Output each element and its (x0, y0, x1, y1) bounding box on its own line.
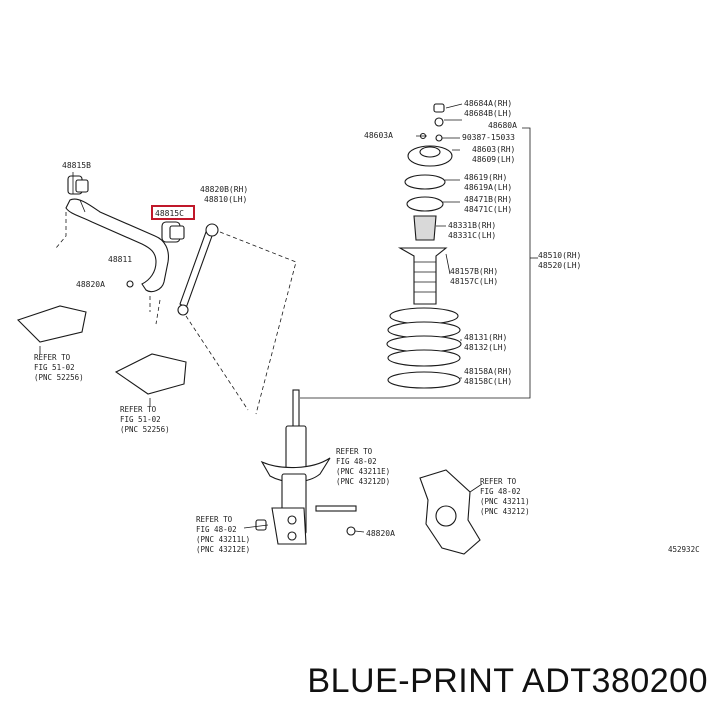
nut-48820a-left (126, 280, 134, 288)
mount-48603-hub (419, 146, 441, 158)
refer-fig48-strut: REFER TO FIG 48-02 (PNC 43211E) (PNC 432… (336, 447, 395, 486)
label-48158a: 48158A(RH) (464, 367, 512, 376)
label-48815b: 48815B (62, 161, 91, 170)
stabilizer-link (179, 231, 213, 309)
seat-48471 (406, 196, 444, 212)
strut-mount-stack (300, 103, 538, 399)
label-48820b: 48820B(RH) (200, 185, 248, 194)
brand-name: BLUE-PRINT (307, 662, 514, 700)
label-48815c: 48815C (155, 209, 184, 218)
bracket-hole-upper (287, 515, 297, 525)
bearing-48619 (404, 174, 446, 190)
leaders (243, 524, 365, 533)
reference-notes: REFER TO FIG 51-02 (PNC 52256) REFER TO … (34, 353, 534, 554)
shock-bracket (271, 507, 307, 545)
refer-fig48-knuckle-right: REFER TO FIG 48-02 (PNC 43211) (PNC 4321… (480, 477, 534, 516)
label-48331c: 48331C(LH) (448, 231, 496, 240)
label-48619: 48619(RH) (464, 173, 507, 182)
label-48131: 48131(RH) (464, 333, 507, 342)
bushing-48815c-clamp (169, 225, 185, 240)
bracket-fig51-lower (114, 353, 187, 395)
knuckle-hub (435, 505, 457, 527)
label-48603a: 48603A (364, 131, 393, 140)
leader (469, 483, 483, 493)
boot-ribs (414, 261, 436, 293)
spring-seat (260, 457, 331, 483)
label-48680a: 48680A (488, 121, 517, 130)
link-ball-top (205, 223, 219, 237)
leaders (416, 103, 463, 379)
stabilizer-link-group (177, 223, 297, 415)
refer-fig48-knuckle-left: REFER TO FIG 48-02 (PNC 43211L) (PNC 432… (196, 515, 255, 554)
label-48603: 48603(RH) (472, 145, 515, 154)
steering-knuckle (419, 469, 483, 555)
label-48619a: 48619A(LH) (464, 183, 512, 192)
bracket-fig51-upper (16, 305, 87, 343)
label-48471b: 48471B(RH) (464, 195, 512, 204)
part-number: ADT380200 (522, 662, 708, 700)
insulator-48158 (387, 371, 461, 389)
highlight-box-48815c (151, 205, 195, 220)
boot-48157 (397, 247, 448, 305)
strut-bracket-line (300, 127, 531, 399)
bolt-48820a (315, 505, 357, 512)
label-48684a: 48684A(RH) (464, 99, 512, 108)
label-48132: 48132(LH) (464, 343, 507, 352)
label-48157b: 48157B(RH) (450, 267, 498, 276)
label-48810: 48810(LH) (204, 195, 247, 204)
shock-absorber (243, 389, 365, 545)
label-48811: 48811 (108, 255, 132, 264)
bracket-hole-lower (287, 531, 297, 541)
label-48684b: 48684B(LH) (464, 109, 512, 118)
leader (39, 346, 151, 406)
label-48820a-left: 48820A (76, 280, 105, 289)
refer-fig51-upper: REFER TO FIG 51-02 (PNC 52256) (34, 353, 84, 382)
nut-48680a (434, 117, 444, 127)
label-48157c: 48157C(LH) (450, 277, 498, 286)
label-48609: 48609(LH) (472, 155, 515, 164)
label-48158c: 48158C(LH) (464, 377, 512, 386)
cap-48684 (433, 103, 445, 113)
dashed-guide (55, 212, 67, 249)
link-ball-bottom (177, 304, 189, 316)
bumper-48331 (413, 215, 437, 241)
label-48520: 48520(LH) (538, 261, 581, 270)
bushing-clamp (75, 179, 89, 193)
nut-90387 (435, 134, 443, 142)
nut-48820a-right (346, 526, 356, 536)
stabilizer-bar (65, 198, 169, 293)
coil-spring-48131 (386, 307, 462, 367)
label-48510: 48510(RH) (538, 251, 581, 260)
part-labels: 48815B 48811 48815C 48820A 48820B(RH) 48… (62, 99, 700, 554)
shock-rod (292, 389, 300, 431)
label-48471c: 48471C(LH) (464, 205, 512, 214)
stabilizer-bar-group (55, 172, 185, 325)
dashed-guide (149, 296, 161, 325)
label-90387: 90387-15033 (462, 133, 515, 142)
leader (72, 172, 86, 213)
bolt-head-left (255, 519, 267, 531)
dashed-guide (185, 231, 297, 415)
label-48820a-right: 48820A (366, 529, 395, 538)
shock-body (285, 425, 307, 473)
refer-fig51-lower: REFER TO FIG 51-02 (PNC 52256) (120, 405, 170, 434)
label-48331b: 48331B(RH) (448, 221, 496, 230)
diagram-code: 452932C (668, 545, 700, 554)
footer-part-caption: BLUE-PRINT ADT380200 (307, 662, 708, 701)
